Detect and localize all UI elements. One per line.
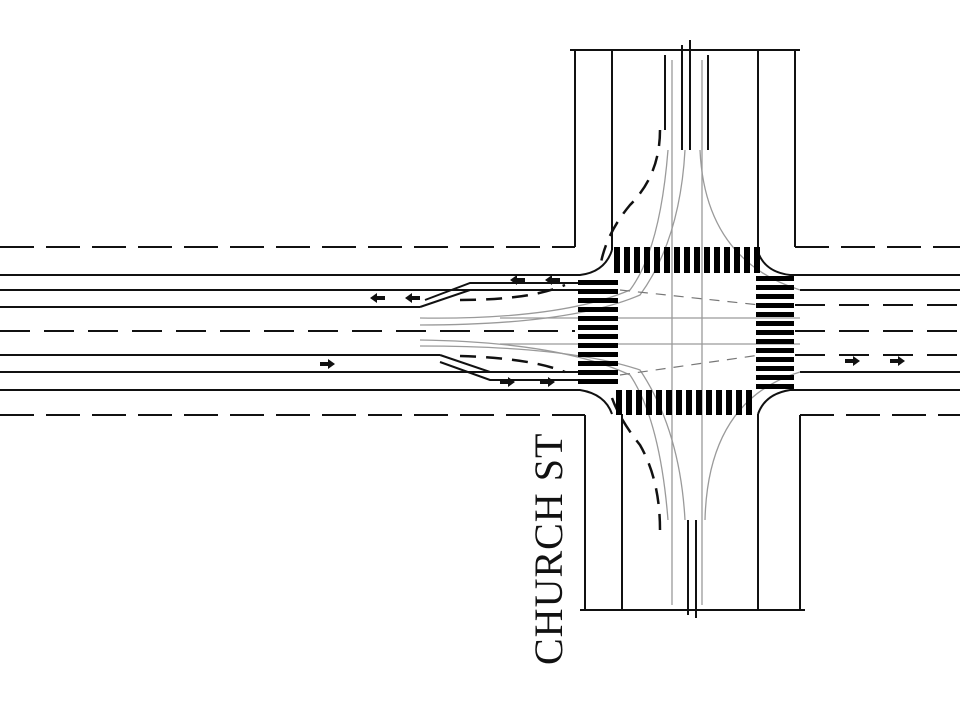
arrow-eb-5 [890,356,905,366]
diag-line-2 [619,354,761,376]
main-road-edges [0,249,960,415]
crosswalk-east-stripe [756,384,794,389]
north-curb-west [0,249,613,276]
turn-path-e1 [699,149,801,291]
lane-arrows [320,275,905,387]
turn-path-w4 [419,345,686,521]
crosswalk-west-stripe [578,379,618,384]
crosswalk-north-stripe [644,247,650,273]
crosswalk-north-stripe [734,247,740,273]
crosswalk-south-stripe [646,390,652,415]
arrow-eb-1 [320,359,335,369]
guide-sb-left [610,397,662,531]
crosswalk-south-stripe [726,390,732,415]
arrow-eb-4 [845,356,860,366]
crosswalk-south-stripe [746,390,752,415]
crosswalk-north-stripe [674,247,680,273]
crosswalk-west-stripe [578,352,618,357]
crosswalk-east-stripe [756,312,794,317]
crosswalk-south-stripe [696,390,702,415]
arrow-eb-2 [500,377,515,387]
cross-street-thru-paths [671,60,801,605]
crosswalk-west-stripe [578,289,618,294]
crosswalk-south-stripe [706,390,712,415]
crosswalks [578,247,794,415]
guide-eb-left [459,354,566,374]
crosswalk-north-stripe [654,247,660,273]
crosswalk-east-stripe [756,294,794,299]
turn-path-w3 [419,339,669,521]
crosswalk-west-stripe [578,325,618,330]
crosswalk-north-stripe [714,247,720,273]
crosswalk-north-stripe [614,247,620,273]
crosswalk-west-stripe [578,307,618,312]
turn-path-w2 [419,149,686,326]
cross-street-south [580,414,805,618]
crosswalk-east-stripe [756,285,794,290]
crosswalk-east-stripe [756,339,794,344]
diag-line-1 [619,289,761,306]
arrow-wb-1 [405,293,420,303]
crosswalk-west-stripe [578,280,618,285]
turn-path-e2 [704,371,801,521]
crosswalk-east-stripe [756,303,794,308]
wb-left-turn-taper [419,289,580,308]
crosswalk-south-stripe [656,390,662,415]
crosswalk-north-stripe [704,247,710,273]
crosswalk-north-stripe [694,247,700,273]
south-curb-east [757,389,960,415]
crosswalk-west-stripe [578,361,618,366]
crosswalk-north-stripe [684,247,690,273]
guide-nb-left [598,129,662,269]
arrow-wb-3 [510,275,525,285]
guide-wb-left [459,283,566,302]
crosswalk-east-stripe [756,276,794,281]
wb-left-turn-taper-inner [424,282,580,301]
crosswalk-west-stripe [578,370,618,375]
crosswalk-south-stripe [716,390,722,415]
crosswalk-south-stripe [636,390,642,415]
arrow-eb-3 [540,377,555,387]
crosswalk-north-stripe [744,247,750,273]
crosswalk-north-stripe [624,247,630,273]
crosswalk-south-stripe [686,390,692,415]
crosswalk-west-stripe [578,298,618,303]
turn-path-w1 [419,149,669,319]
crosswalk-east-stripe [756,375,794,380]
crosswalk-east-stripe [756,366,794,371]
arrow-wb-2 [545,275,560,285]
crosswalk-west-stripe [578,343,618,348]
crosswalk-south-stripe [676,390,682,415]
crosswalk-south-stripe [736,390,742,415]
crosswalk-east-stripe [756,348,794,353]
arrow-wb-4 [370,293,385,303]
crosswalk-north-stripe [634,247,640,273]
row-lines [0,246,960,416]
crosswalk-east-stripe [756,330,794,335]
turning-paths-west [419,149,800,521]
crosswalk-west-stripe [578,334,618,339]
intersection-diagonals [619,289,761,376]
crosswalk-north-stripe [664,247,670,273]
crosswalk-north-stripe [724,247,730,273]
centerlines [0,304,960,356]
crosswalk-south-stripe [666,390,672,415]
crosswalk-east-stripe [756,357,794,362]
crosswalk-north-stripe [754,247,760,273]
crosswalk-south-stripe [616,390,622,415]
north-curb-east [757,251,960,276]
south-curb-west [0,389,613,415]
crosswalk-west-stripe [578,316,618,321]
crosswalk-east-stripe [756,321,794,326]
church-st-label: CHURCH ST [526,433,571,665]
crosswalk-south-stripe [626,390,632,415]
cross-street-north [570,40,800,252]
eb-left-turn-taper [439,354,580,373]
turn-guide-dashes [459,129,662,531]
